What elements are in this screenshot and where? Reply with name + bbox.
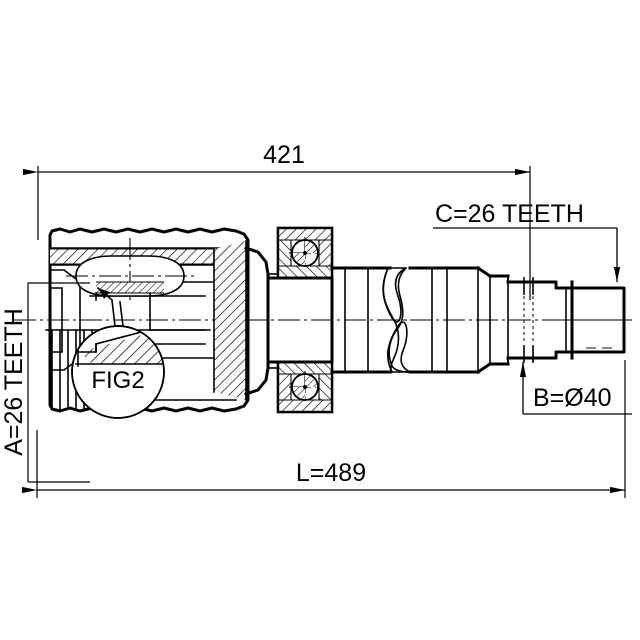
note-outer-spline: C=26 TEETH [433, 200, 621, 282]
dimension-inner-spline-label: A=26 TEETH [0, 308, 28, 456]
note-outer-spline-label: C=26 TEETH [435, 200, 584, 228]
support-bearing [276, 226, 334, 414]
snap-ring-groove [506, 275, 550, 365]
male-spline-end [546, 280, 632, 360]
shaft-mid-section [408, 265, 510, 375]
bearing-upper [276, 226, 334, 280]
fig2-detail-bubble: FIG2 [71, 325, 165, 419]
dimension-length: L=489 [22, 360, 626, 498]
note-shaft-diameter: B=Ø40 [519, 362, 632, 415]
dimension-421: 421 [23, 141, 531, 300]
shaft-break-symbol [378, 266, 420, 374]
note-shaft-diameter-label: B=Ø40 [533, 384, 612, 412]
dimension-length-label: L=489 [296, 459, 366, 487]
shaft-bearing-seat [266, 266, 392, 374]
bearing-lower [276, 360, 334, 414]
dimension-421-label: 421 [263, 141, 305, 169]
housing-wall-hatch-right [213, 240, 247, 401]
fig2-label: FIG2 [91, 367, 144, 394]
dimension-inner-spline: A=26 TEETH [0, 282, 90, 483]
